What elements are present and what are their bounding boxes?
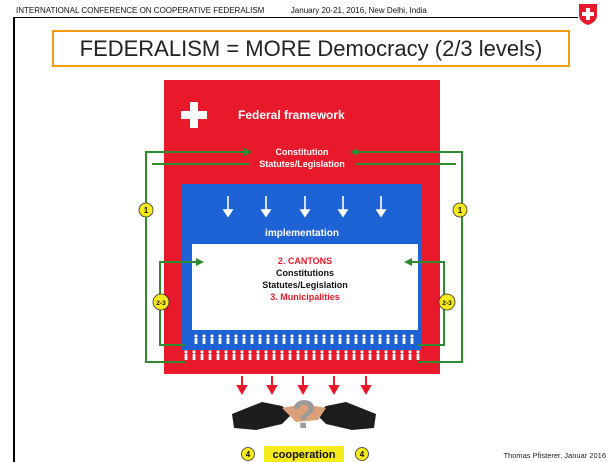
slide-top-border: [13, 17, 578, 18]
level-two-three-left-badge: 2-3: [152, 293, 170, 311]
svg-text:2-3: 2-3: [442, 300, 452, 307]
citizen-figure-icon: [354, 334, 358, 344]
conference-date-place: January 20-21, 2016, New Delhi, India: [290, 6, 427, 15]
level-one-right-badge: 1: [452, 202, 468, 218]
citizen-figure-icon: [320, 350, 324, 360]
citizen-figure-icon: [344, 350, 348, 360]
feedback-arrowheads: [196, 148, 412, 266]
svg-text:1: 1: [458, 206, 463, 215]
citizen-figure-icon: [264, 350, 268, 360]
citizen-figure-icon: [250, 334, 254, 344]
citizen-figure-icon: [298, 334, 302, 344]
citizen-figure-icon: [282, 334, 286, 344]
citizen-figure-icon: [394, 334, 398, 344]
citizen-figure-icon: [402, 334, 406, 344]
federal-framework-label: Federal framework: [238, 108, 345, 122]
citizen-figure-icon: [352, 350, 356, 360]
svg-text:4: 4: [246, 450, 251, 459]
constitutions-label: Constitutions: [276, 268, 334, 278]
level-four-right-badge: 4: [355, 447, 369, 461]
citizen-figure-icon: [192, 350, 196, 360]
slide-left-border: [13, 17, 15, 462]
citizen-figure-icon: [290, 334, 294, 344]
citizen-figure-icon: [216, 350, 220, 360]
constitution-label: Constitution: [276, 147, 329, 157]
statutes-label: Statutes/Legislation: [259, 159, 345, 169]
citizen-figure-icon: [296, 350, 300, 360]
citizen-figure-icon: [360, 350, 364, 360]
citizen-figure-icon: [258, 334, 262, 344]
citizen-figure-icon: [202, 334, 206, 344]
citizen-figure-icon: [306, 334, 310, 344]
citizen-figure-icon: [274, 334, 278, 344]
citizen-figure-icon: [208, 350, 212, 360]
slide-title: FEDERALISM = MORE Democracy (2/3 levels): [52, 30, 570, 67]
citizen-figure-icon: [376, 350, 380, 360]
municipalities-label: 3. Municipalities: [270, 292, 340, 302]
citizen-figure-icon: [378, 334, 382, 344]
cantons-box: [192, 244, 418, 330]
cooperation-label: cooperation: [273, 449, 336, 461]
swiss-cross-logo: [579, 4, 597, 25]
citizen-figure-icon: [304, 350, 308, 360]
implementation-label: implementation: [265, 228, 339, 239]
citizen-figure-icon: [242, 334, 246, 344]
federal-cross-icon: [181, 102, 207, 128]
citizen-figure-icon: [218, 334, 222, 344]
question-mark-icon: ?: [292, 393, 316, 437]
citizen-figure-icon: [194, 334, 198, 344]
citizen-figure-icon: [226, 334, 230, 344]
citizen-figure-icon: [266, 334, 270, 344]
citizen-figure-icon: [314, 334, 318, 344]
citizen-figure-icon: [200, 350, 204, 360]
svg-text:1: 1: [144, 206, 149, 215]
citizen-figure-icon: [338, 334, 342, 344]
citizen-figure-icon: [256, 350, 260, 360]
citizen-figure-icon: [370, 334, 374, 344]
svg-text:2-3: 2-3: [156, 300, 166, 307]
feedback-lines: [145, 151, 463, 363]
citizen-figure-icon: [416, 350, 420, 360]
svg-text:4: 4: [360, 450, 365, 459]
cantons-label: 2. CANTONS: [278, 256, 332, 266]
citizen-figure-icon: [362, 334, 366, 344]
author-credit: Thomas Pfisterer, Januar 2016: [503, 451, 606, 460]
citizen-figure-icon: [408, 350, 412, 360]
citizen-figure-icon: [384, 350, 388, 360]
citizen-figure-icon: [224, 350, 228, 360]
level-one-left-badge: 1: [138, 202, 154, 218]
citizen-figure-icon: [240, 350, 244, 360]
citizen-figure-icon: [210, 334, 214, 344]
handshake-image: ?: [232, 393, 376, 437]
citizens-row: [184, 334, 420, 360]
citizen-figure-icon: [400, 350, 404, 360]
citizen-figure-icon: [330, 334, 334, 344]
conference-header: INTERNATIONAL CONFERENCE ON COOPERATIVE …: [16, 6, 427, 15]
level-two-three-right-badge: 2-3: [438, 293, 456, 311]
conference-name: INTERNATIONAL CONFERENCE ON COOPERATIVE …: [16, 6, 265, 15]
citizen-figure-icon: [312, 350, 316, 360]
implementation-arrows: [222, 196, 387, 218]
citizen-figure-icon: [232, 350, 236, 360]
citizen-figure-icon: [410, 334, 414, 344]
citizen-figure-icon: [386, 334, 390, 344]
citizen-figure-icon: [328, 350, 332, 360]
cantonal-statutes-label: Statutes/Legislation: [262, 280, 348, 290]
citizen-figure-icon: [280, 350, 284, 360]
citizen-figure-icon: [368, 350, 372, 360]
citizen-figure-icon: [234, 334, 238, 344]
cooperation-highlight: [264, 446, 344, 462]
citizen-figure-icon: [392, 350, 396, 360]
citizen-figure-icon: [248, 350, 252, 360]
cooperation-arrows: [236, 376, 372, 396]
citizen-figure-icon: [184, 350, 188, 360]
level-four-left-badge: 4: [241, 447, 255, 461]
citizen-figure-icon: [288, 350, 292, 360]
citizen-figure-icon: [346, 334, 350, 344]
citizen-figure-icon: [336, 350, 340, 360]
citizen-figure-icon: [272, 350, 276, 360]
citizen-figure-icon: [322, 334, 326, 344]
